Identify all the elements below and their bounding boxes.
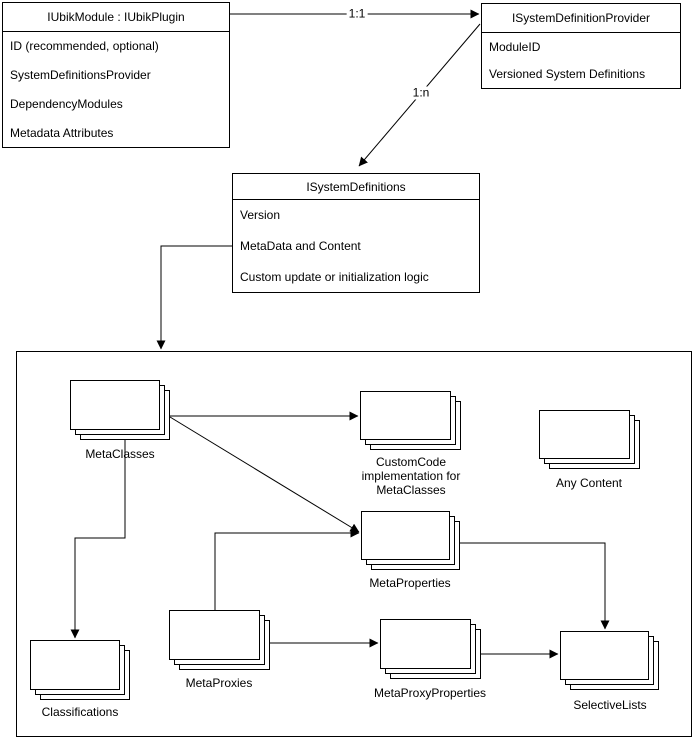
- connector-metaproperties-to-selectivelists: [460, 542, 610, 630]
- stack-label-customcode: CustomCode implementation for MetaClasse…: [361, 455, 461, 497]
- connector-metaclasses-to-metaproperties: [169, 416, 360, 533]
- class-row-versioned-system-definitions: Versioned System Definitions: [489, 67, 646, 82]
- class-box-isystemdefinitions: ISystemDefinitions Version MetaData and …: [232, 173, 480, 293]
- paper-layer: [380, 619, 471, 669]
- stack-label-metaproxyproperties: MetaProxyProperties: [373, 686, 487, 700]
- paper-layer: [30, 640, 120, 690]
- stack-label-anycontent: Any Content: [555, 476, 623, 490]
- class-row-custom-update-logic: Custom update or initialization logic: [240, 269, 429, 284]
- paper-layer: [360, 391, 451, 440]
- connector-metaclasses-to-classifications: [70, 440, 126, 639]
- edge-label-one-to-one: 1:1: [346, 6, 368, 21]
- class-row-metadata-and-content: MetaData and Content: [240, 239, 361, 253]
- connector-metaproxies-to-metaproperties: [214, 528, 360, 610]
- connector-definitions-to-container: [156, 245, 232, 350]
- stack-label-metaproperties: MetaProperties: [369, 576, 451, 590]
- paper-layer: [169, 610, 260, 660]
- paper-layer: [560, 631, 649, 680]
- stack-label-metaproxies: MetaProxies: [185, 676, 253, 690]
- stack-label-selectivelists: SelectiveLists: [573, 698, 647, 712]
- class-box-iubikmodule: IUbikModule : IUbikPlugin ID (recommende…: [2, 2, 230, 148]
- stack-label-metaclasses: MetaClasses: [85, 447, 155, 461]
- class-row-version: Version: [240, 208, 281, 223]
- class-row-id: ID (recommended, optional): [10, 39, 159, 54]
- paper-layer: [539, 410, 630, 459]
- class-box-isystemdefinitionprovider: ISystemDefinitionProvider ModuleID Versi…: [481, 3, 681, 89]
- stack-label-classifications: Classifications: [41, 705, 119, 719]
- class-title-isystemdefinitionprovider: ISystemDefinitionProvider: [482, 4, 680, 33]
- paper-layer: [70, 380, 160, 430]
- class-row-moduleid: ModuleID: [489, 39, 541, 54]
- class-row-dependencymodules: DependencyModules: [10, 96, 123, 111]
- class-row-systemdefinitionsprovider: SystemDefinitionsProvider: [10, 68, 151, 83]
- class-title-isystemdefinitions: ISystemDefinitions: [233, 174, 479, 200]
- class-row-metadata-attributes: Metadata Attributes: [10, 125, 114, 140]
- paper-layer: [361, 511, 450, 560]
- class-title-iubikmodule: IUbikModule : IUbikPlugin: [3, 3, 229, 32]
- edge-label-one-to-many: 1:n: [410, 85, 432, 100]
- system-definitions-container: [16, 351, 692, 737]
